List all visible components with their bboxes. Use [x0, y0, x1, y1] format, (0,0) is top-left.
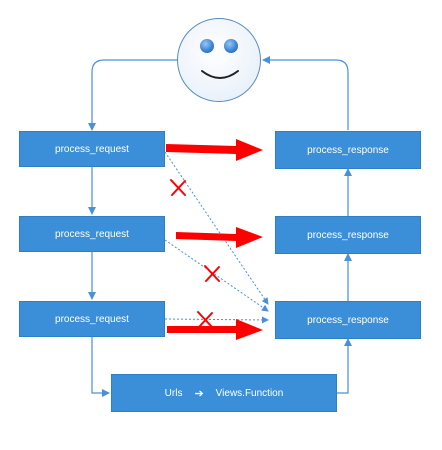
red-cross-3 — [197, 311, 213, 328]
smile-mouth-icon — [201, 70, 239, 79]
urls-views-box: Urls ➔ Views.Function — [111, 374, 337, 412]
process-request-label: process_request — [55, 228, 129, 240]
process-response-box-3: process_response — [275, 301, 421, 339]
process-request-label: process_request — [55, 313, 129, 325]
process-request-box-2: process_request — [19, 216, 165, 252]
process-response-box-1: process_response — [275, 131, 421, 169]
process-request-label: process_request — [55, 143, 129, 155]
left-eye-icon — [200, 39, 214, 53]
process-request-box-3: process_request — [19, 301, 165, 337]
process-request-box-1: process_request — [19, 131, 165, 167]
process-response-label: process_response — [307, 314, 389, 326]
red-arrow-1 — [166, 139, 263, 161]
right-eye-icon — [224, 39, 238, 53]
connector-response-1-to-face — [262, 56, 349, 130]
process-response-label: process_response — [307, 144, 389, 156]
red-arrow-3 — [167, 319, 263, 340]
connector-request-3-to-urls — [91, 337, 110, 397]
red-cross-1 — [170, 179, 186, 196]
dotted-path-request-3-to-response-3 — [164, 316, 269, 324]
smiley-face-icon — [177, 18, 261, 102]
views-function-label: Views.Function — [215, 387, 284, 399]
dotted-path-request-1-to-response-3 — [164, 151, 269, 305]
dotted-path-request-2-to-response-3 — [164, 239, 269, 312]
connector-face-to-request-1 — [88, 59, 177, 131]
right-arrow-icon: ➔ — [194, 387, 204, 400]
red-arrow-2 — [176, 227, 263, 248]
urls-label: Urls — [164, 387, 183, 399]
connector-urls-to-response-3 — [337, 338, 352, 394]
process-response-box-2: process_response — [275, 216, 421, 254]
process-response-label: process_response — [307, 229, 389, 241]
red-cross-2 — [204, 265, 220, 282]
